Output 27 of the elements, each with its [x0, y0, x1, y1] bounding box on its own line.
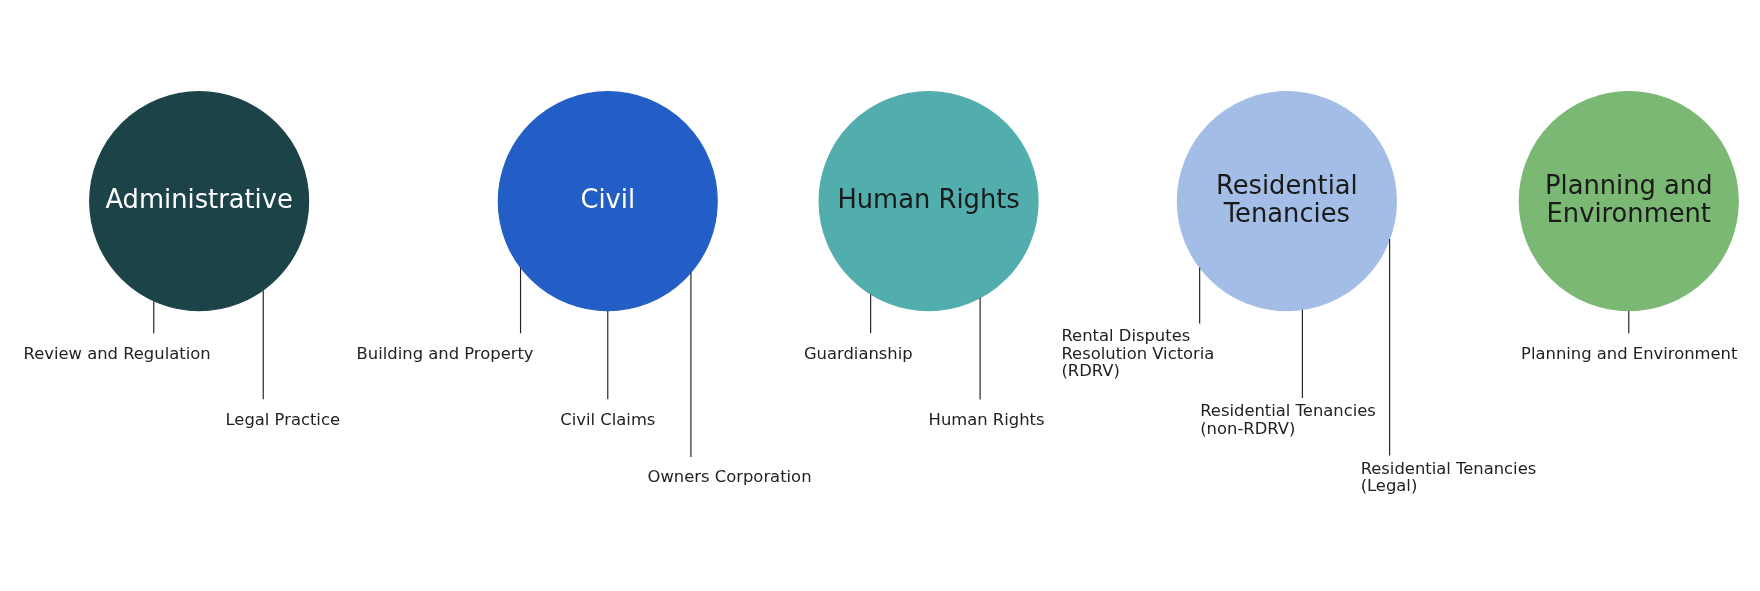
connector: [979, 296, 981, 400]
node-circle: Administrative: [89, 90, 310, 311]
connector: [153, 299, 155, 334]
connector: [1628, 309, 1630, 334]
connector: [870, 293, 872, 334]
node-text: Residential Tenancies (Legal): [1360, 458, 1537, 495]
node-text: Legal Practice: [225, 409, 340, 429]
connector: [1389, 238, 1391, 456]
node-circle: Residential Tenancies: [1176, 90, 1397, 311]
node-text: Guardianship: [803, 343, 913, 363]
node-text: Review and Regulation: [23, 343, 211, 363]
connector: [519, 266, 522, 334]
connector: [607, 309, 609, 400]
node-text: Human Rights: [928, 409, 1045, 429]
node-text: Building and Property: [356, 343, 534, 363]
node-circle: Civil: [497, 90, 718, 311]
node-text: Residential Tenancies (non-RDRV): [1200, 400, 1376, 438]
node-circle: Planning and Environment: [1518, 90, 1739, 311]
connector: [262, 289, 264, 400]
node-text: Rental Disputes Resolution Victoria (RDRV): [1061, 325, 1215, 380]
connector: [690, 271, 692, 457]
node-text: Civil Claims: [560, 409, 656, 429]
connector: [1301, 308, 1303, 399]
connector: [1199, 266, 1201, 324]
node-text: Owners Corporation: [647, 466, 812, 486]
node-circle: Human Rights: [818, 90, 1039, 311]
node-text: Planning and Environment: [1521, 343, 1738, 363]
